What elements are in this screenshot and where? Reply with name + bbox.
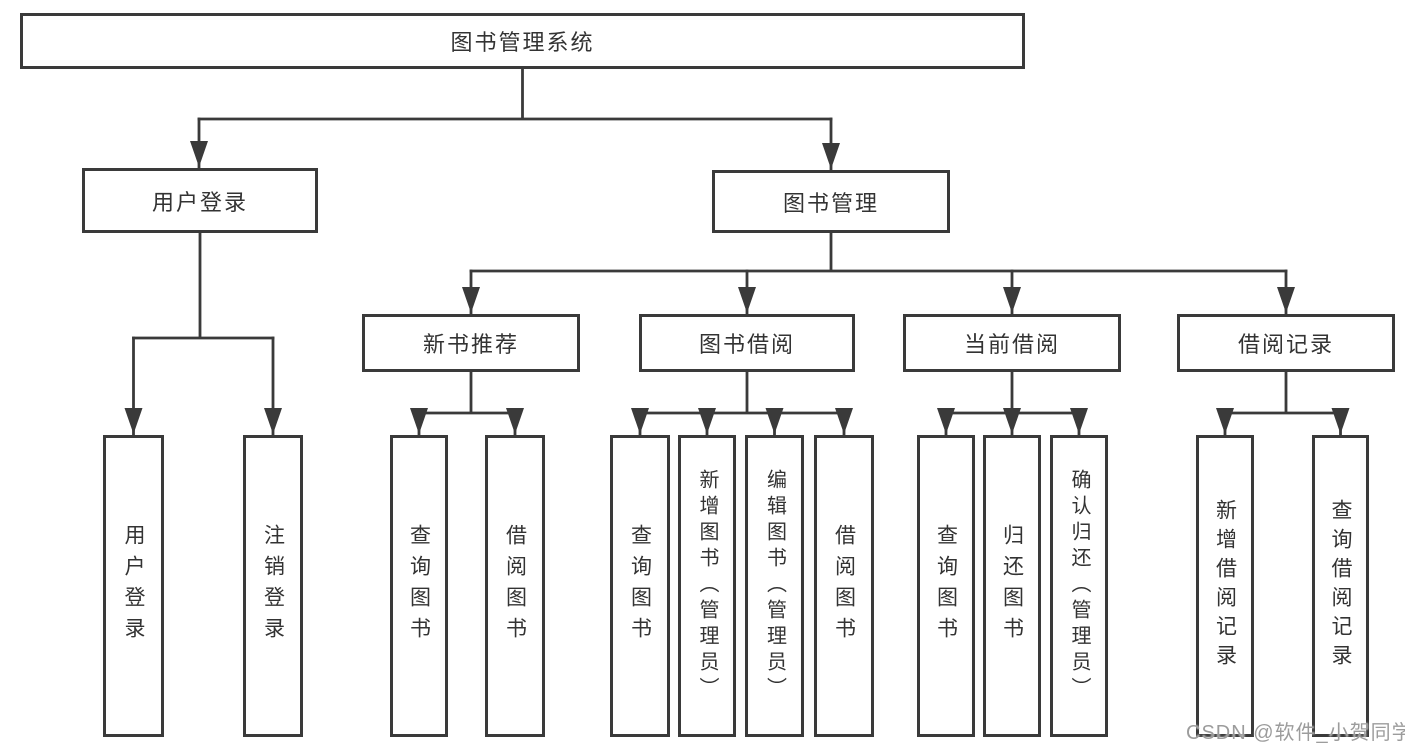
leaf-confirm-return-admin: 确认归还（管理员） [1050,435,1108,737]
node-book-mgmt: 图书管理 [712,170,950,233]
connector-current-borrow-branch [937,370,1088,436]
connector-book-mgmt-branch [462,231,1295,315]
leaf-query-books-3: 查询图书 [917,435,975,737]
node-label: 新增图书（管理员） [696,469,718,703]
node-label: 确认归还（管理员） [1068,469,1090,703]
node-label: 查询图书 [407,524,431,648]
node-current-borrow: 当前借阅 [903,314,1121,372]
node-label: 图书借阅 [698,332,795,357]
leaf-borrow-books-2: 借阅图书 [814,435,874,737]
connector-book-borrow-branch [631,370,853,436]
node-user-login: 用户登录 [82,168,318,233]
node-label: 当前借阅 [963,332,1060,357]
leaf-query-borrow-record: 查询借阅记录 [1312,435,1369,737]
leaf-query-books-1: 查询图书 [390,435,448,737]
csdn-watermark: CSDN @软件_小贺同学 [1186,722,1405,744]
connector-user-login-branch [124,231,282,436]
leaf-logout: 注销登录 [243,435,303,737]
node-label: 图书管理 [782,190,879,216]
node-label: 借阅图书 [832,524,856,648]
node-label: 借阅记录 [1237,332,1334,357]
node-label: 查询图书 [628,524,652,648]
node-label: 用户登录 [122,524,145,648]
node-label: 归还图书 [1000,524,1024,648]
node-root: 图书管理系统 [20,13,1025,69]
node-label: 新书推荐 [422,332,519,357]
node-label: 借阅图书 [503,524,527,648]
node-borrow-record: 借阅记录 [1177,314,1395,372]
node-label: 用户登录 [151,189,248,215]
connector-root-branch [190,67,840,171]
leaf-user-login: 用户登录 [103,435,164,737]
leaf-return-books: 归还图书 [983,435,1041,737]
node-label: 图书管理系统 [450,30,595,55]
leaf-query-books-2: 查询图书 [610,435,670,737]
node-label: 新增借阅记录 [1213,499,1237,673]
leaf-add-books-admin: 新增图书（管理员） [678,435,736,737]
leaf-borrow-books-1: 借阅图书 [485,435,545,737]
node-book-borrow: 图书借阅 [639,314,855,372]
leaf-edit-books-admin: 编辑图书（管理员） [745,435,804,737]
node-label: 编辑图书（管理员） [763,469,786,703]
connector-borrow-record-branch [1216,370,1350,436]
leaf-add-borrow-record: 新增借阅记录 [1196,435,1254,737]
node-label: 查询图书 [934,524,958,648]
node-label: 查询借阅记录 [1329,499,1352,673]
connector-new-book-rec-branch [410,370,524,436]
node-label: 注销登录 [261,524,285,648]
node-new-book-rec: 新书推荐 [362,314,580,372]
